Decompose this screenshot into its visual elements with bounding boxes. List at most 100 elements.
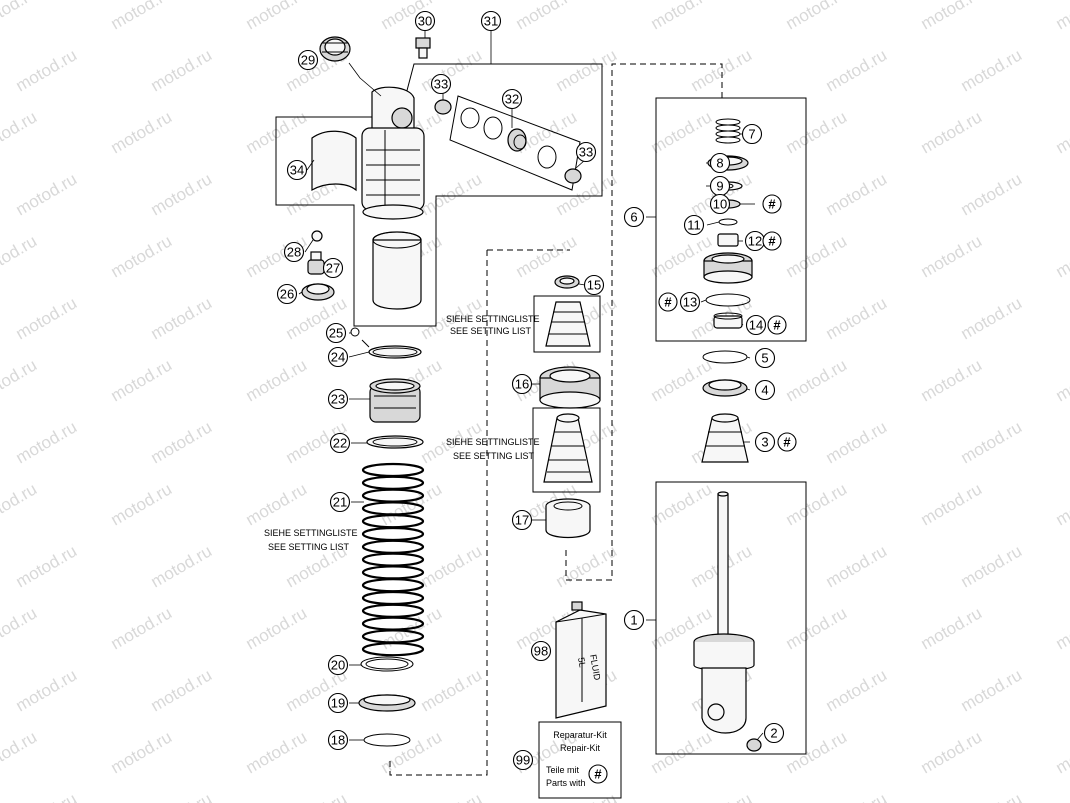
callout-20: 20 [327,654,349,676]
callout-1: 1 [623,609,645,631]
spring-coil [361,526,425,542]
repair-kit-mark-symbol: # [768,234,776,249]
fluid-label-line2: 5L [576,657,588,669]
repair-kit-mark-symbol: # [773,318,781,333]
part-33-cap-upper [434,99,452,115]
repair-kit-mark [762,231,782,251]
watermark-text: motod.ru [283,789,351,803]
callout-28: 28 [283,241,305,263]
spring-coil [361,578,425,593]
callout-circle [430,73,452,95]
part-15-bumper [545,301,591,347]
callout-number: 99 [516,753,530,768]
repair-kit-box-mark: # [588,764,608,784]
callout-number: 9 [716,179,723,194]
watermark-text: motod.ru [553,169,621,219]
watermark-text: motod.ru [958,45,1026,95]
watermark-text: motod.ru [648,355,716,405]
watermark-text: motod.ru [243,355,311,405]
callout-circle [583,274,605,296]
callout-circle [754,431,776,453]
watermark-text: motod.ru [243,727,311,777]
fluid-label-line1: FLUID [588,654,602,682]
part-2-bushing [746,738,762,752]
callout-number: 4 [761,383,768,398]
callout-10: 10# [709,193,782,215]
callout-circle [327,729,349,751]
callout-number: 17 [515,513,529,528]
callout-19: 19 [327,692,349,714]
callout-number: 20 [331,658,345,673]
setting-note-15: SIEHE SETTINGLISTE SEE SETTING LIST [446,314,540,336]
callout-number: 19 [331,696,345,711]
callout-circle [623,206,645,228]
callout-number: 22 [333,436,347,451]
spring-coil [361,475,425,490]
setting-note-17-de: SIEHE SETTINGLISTE [446,437,540,447]
callout-16: 16 [511,373,533,395]
spring-coil [361,590,425,606]
callout-3: 3# [754,431,797,453]
callout-23: 23 [327,388,349,410]
reservoir-body [361,86,425,220]
watermark-text: motod.ru [148,293,216,343]
callout-number: 3 [761,435,768,450]
callout-circle [683,214,705,236]
svg-text:#: # [594,767,602,782]
callout-circle [709,152,731,174]
watermark-text: motod.ru [108,727,176,777]
watermark-text: motod.ru [378,0,446,33]
part-12-bushing [717,233,739,247]
callout-17: 17 [511,509,533,531]
watermark-text: motod.ru [0,727,40,777]
callout-32: 32 [501,88,523,110]
setting-note-21-de: SIEHE SETTINGLISTE [264,528,358,538]
part-29-adjuster-knob [319,36,351,62]
callout-circle [325,322,347,344]
callout-circle [623,609,645,631]
repair-kit-line1: Reparatur-Kit [553,730,607,740]
callout-31: 31 [480,10,502,32]
watermark-text: motod.ru [958,789,1026,803]
watermark-text: motod.ru [823,169,891,219]
callout-number: 31 [484,14,498,29]
part-11-ring [718,218,738,226]
watermark-text: motod.ru [0,107,40,157]
watermark-text: motod.ru [148,789,216,803]
callout-number: 13 [683,295,697,310]
watermark-text: motod.ru [148,665,216,715]
callout-18: 18 [327,729,349,751]
callout-5: 5 [754,347,776,369]
part-98-fluid-can: FLUID 5L [555,601,607,719]
callout-circle [530,640,552,662]
callout-number: 14 [749,318,763,333]
callout-number: 8 [716,156,723,171]
watermark-text: motod.ru [648,0,716,33]
callout-2: 2 [763,722,785,744]
callout-27: 27 [322,257,344,279]
callout-number: 10 [713,197,727,212]
watermark-text: motod.ru [108,355,176,405]
part-16-bump-stop-cup [539,366,601,409]
callout-circle [709,193,731,215]
callout-circle [276,283,298,305]
watermark-text: motod.ru [648,727,716,777]
part-28-ball [311,230,323,242]
callout-34: 34 [286,159,308,181]
watermark-text: motod.ru [418,789,486,803]
watermark-text: motod.ru [0,603,40,653]
callout-circle [329,432,351,454]
watermark-text: motod.ru [243,479,311,529]
spring-coil [361,642,425,657]
watermark-text: motod.ru [823,541,891,591]
repair-kit-mark [762,194,782,214]
callout-circle [283,241,305,263]
callout-number: 34 [290,163,304,178]
part-34-protection-sheet [311,130,357,192]
part-32-seal-set [449,95,581,191]
watermark-text: motod.ru [418,541,486,591]
watermark-text: motod.ru [688,789,756,803]
watermark-text: motod.ru [823,789,891,803]
